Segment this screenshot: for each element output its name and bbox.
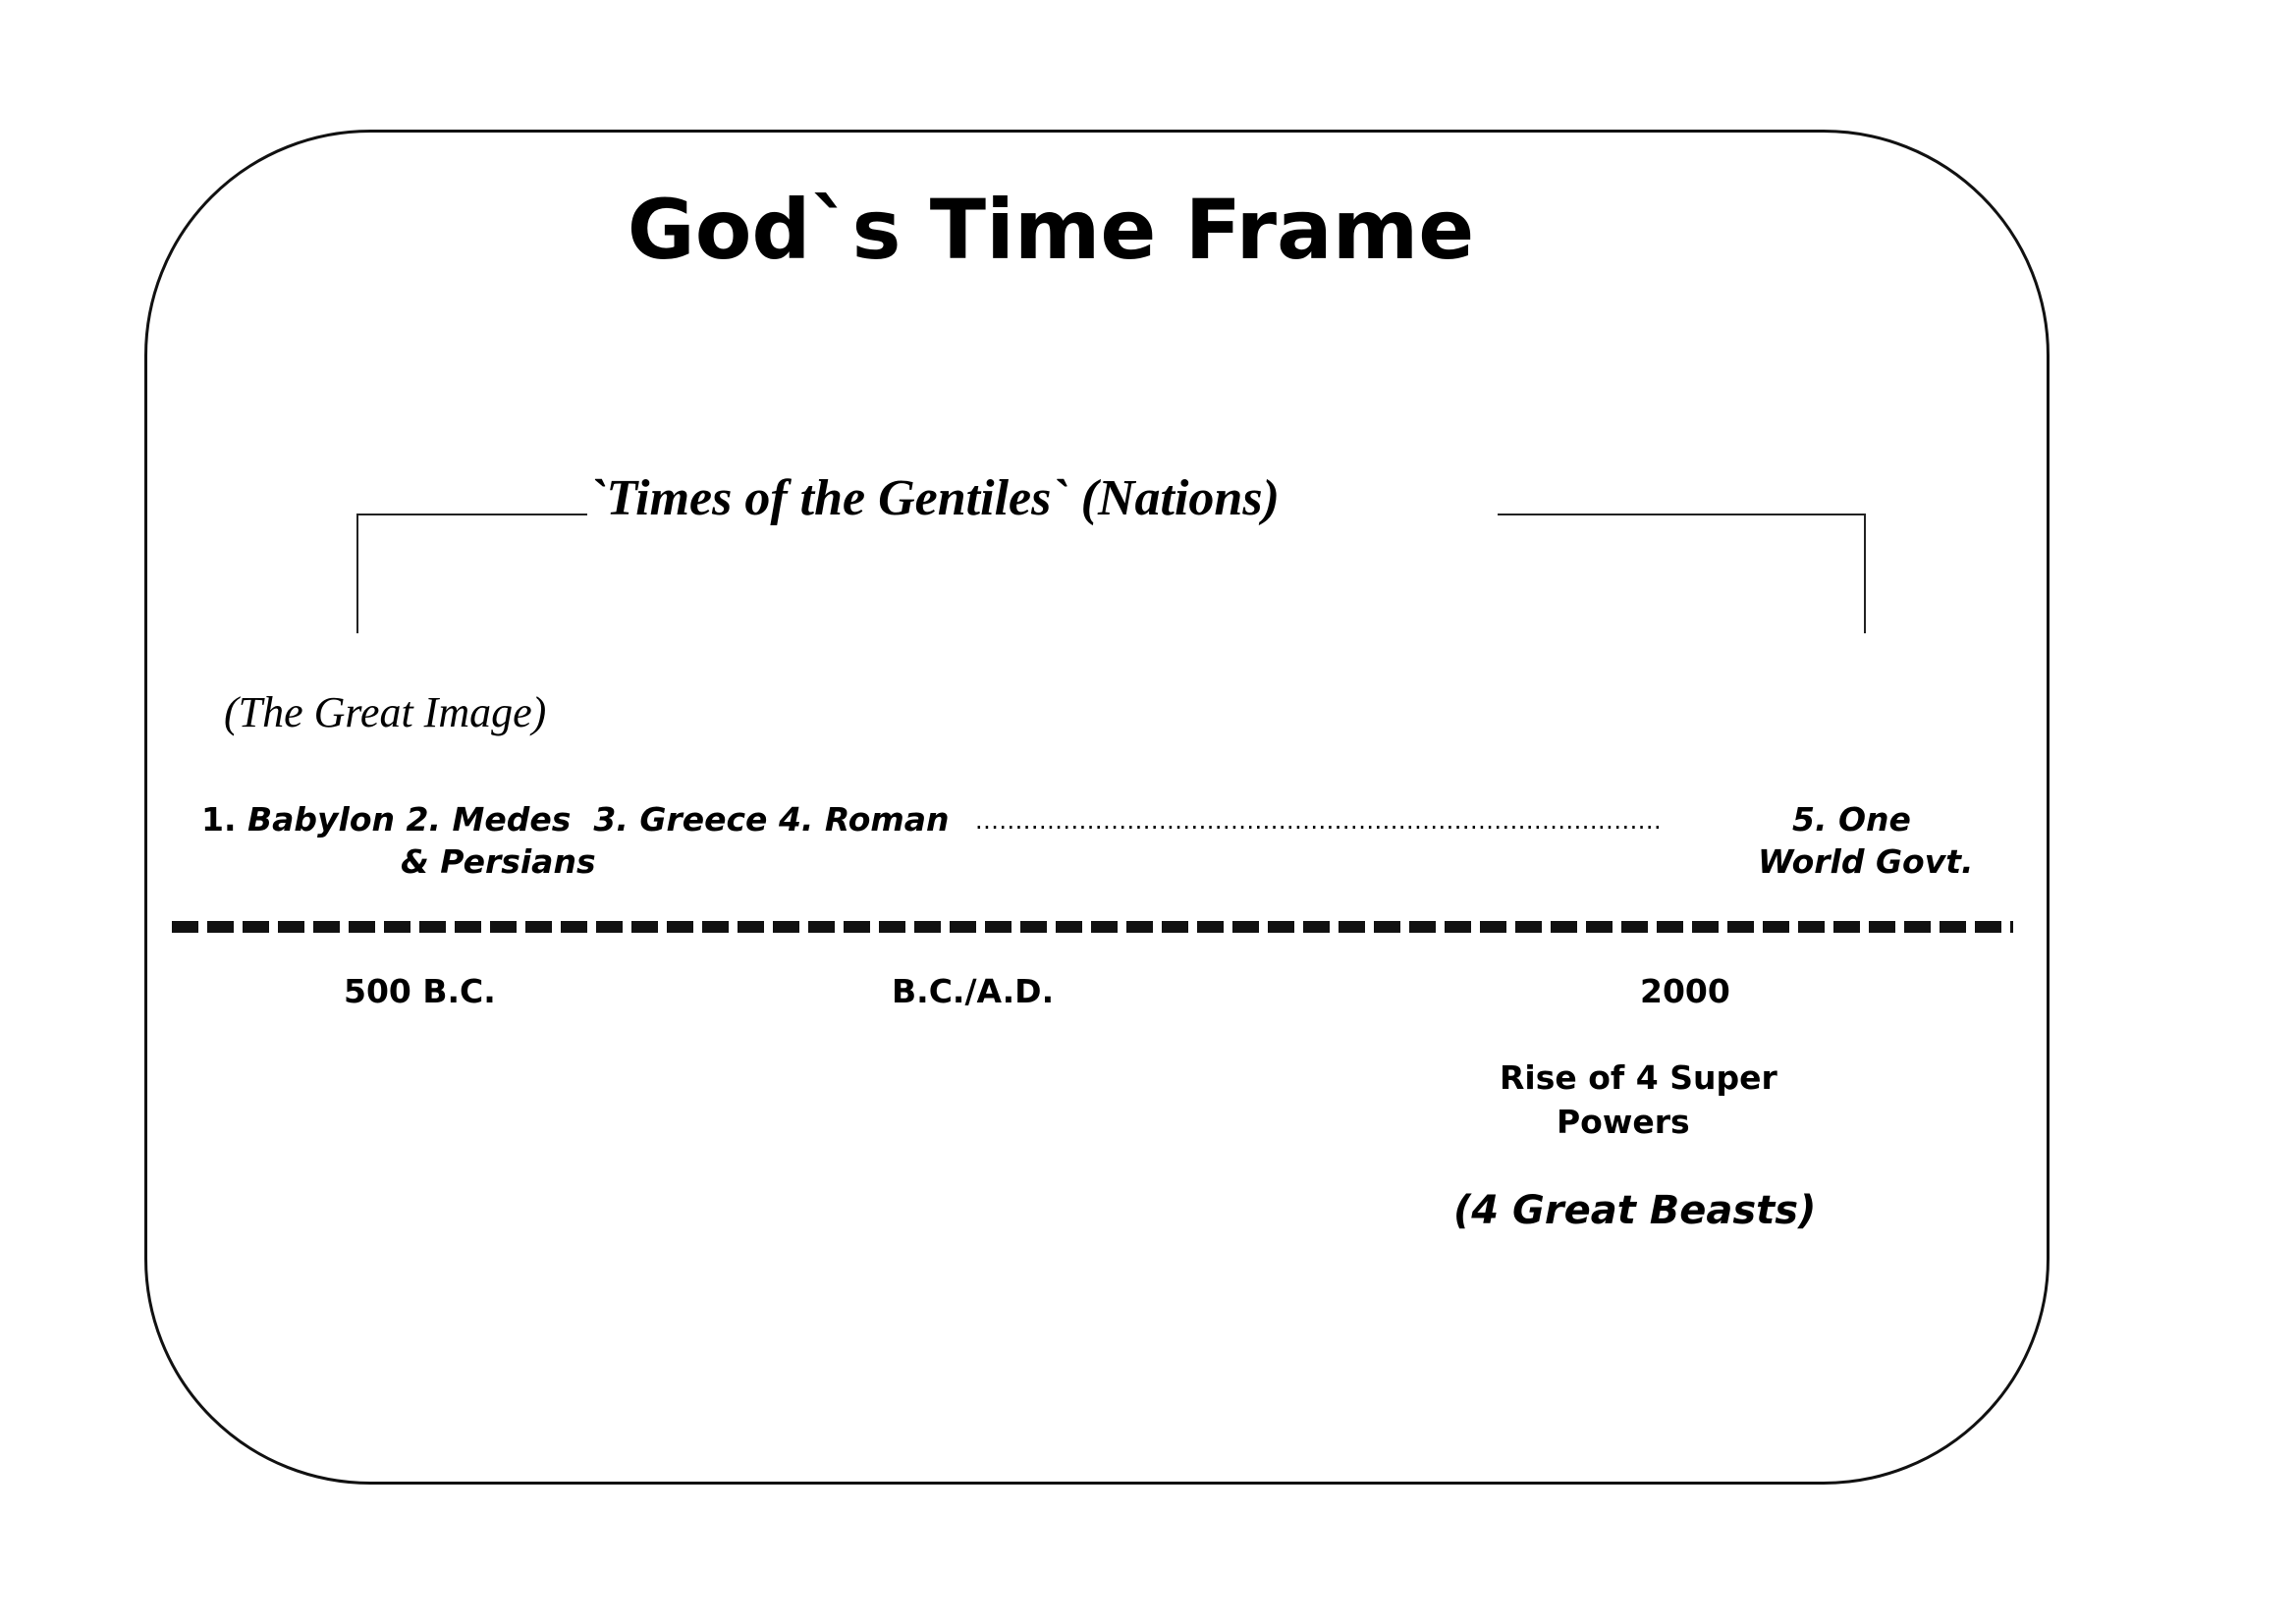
bracket-left-horizontal: [356, 514, 587, 515]
kingdom-1-number: 1.: [201, 800, 237, 839]
kingdoms-row: 1. Babylon 2. Medes 3. Greece 4. Roman: [201, 800, 950, 839]
dotted-leader: ........................................…: [975, 807, 1663, 835]
page-title: God`s Time Frame: [627, 182, 1475, 278]
bracket-right-vertical: [1864, 514, 1866, 633]
note-rise: Rise of 4 Super: [1500, 1058, 1777, 1097]
timeline-end: 2000: [1640, 972, 1730, 1010]
timeline-middle: B.C./A.D.: [892, 972, 1055, 1010]
note-beasts: (4 Great Beasts): [1453, 1188, 1817, 1233]
great-image-subtitle: (The Great Image): [224, 688, 547, 736]
kingdom-one-world: 5. One: [1792, 800, 1911, 839]
kingdom-world-govt: World Govt.: [1758, 842, 1974, 881]
timeline-start: 500 B.C.: [344, 972, 496, 1010]
timeline-dashed-line: [172, 921, 2013, 933]
note-powers: Powers: [1557, 1103, 1690, 1141]
kingdom-roman: 4. Roman: [778, 800, 950, 839]
kingdom-greece: 3. Greece: [593, 800, 768, 839]
kingdom-medes: 2. Medes: [406, 800, 572, 839]
kingdom-persians: & Persians: [401, 842, 596, 881]
bracket-right-horizontal: [1498, 514, 1866, 515]
kingdom-babylon: Babylon: [247, 800, 396, 839]
rounded-frame: [144, 130, 2050, 1485]
bracket-left-vertical: [356, 514, 358, 633]
era-heading: `Times of the Gentiles` (Nations): [589, 470, 1280, 526]
